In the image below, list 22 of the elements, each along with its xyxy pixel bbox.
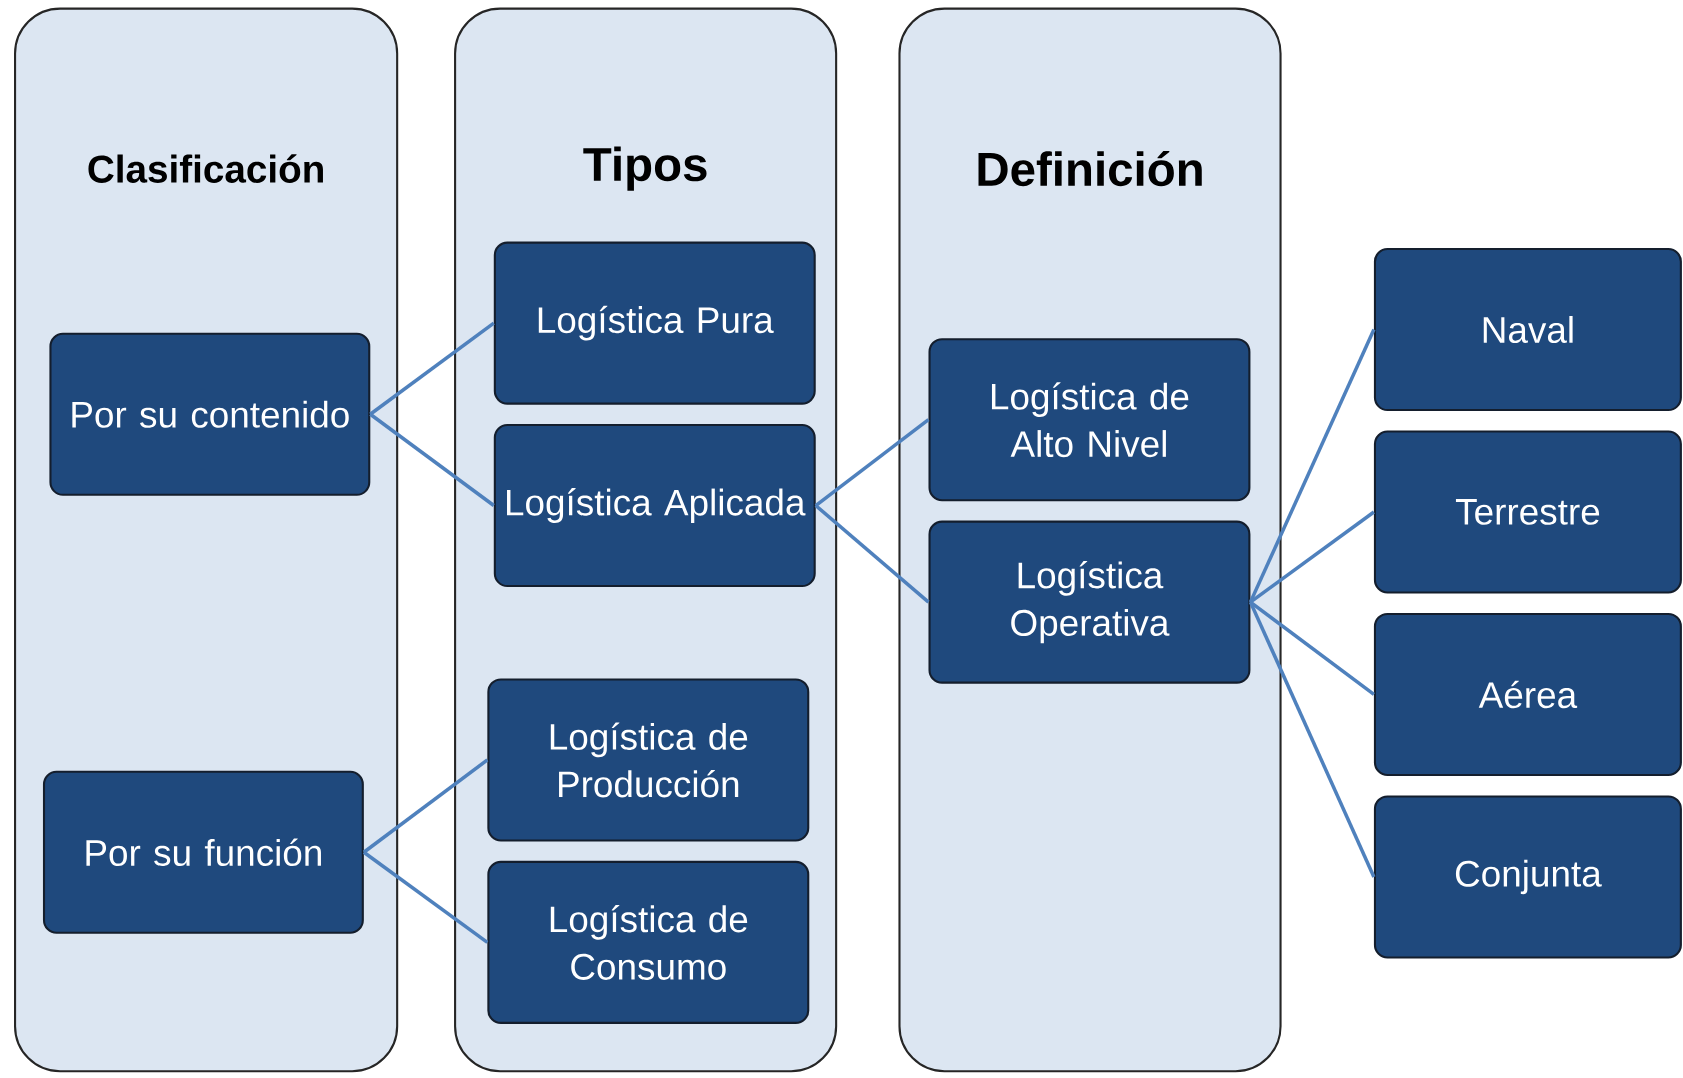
- process-box: Conjunta: [1373, 795, 1682, 959]
- process-box: Logística Operativa: [928, 520, 1251, 684]
- process-box: Por su función: [42, 770, 364, 934]
- process-box: Aérea: [1373, 613, 1682, 777]
- connector-line: [1249, 510, 1375, 604]
- process-box: Logística de Producción: [487, 678, 810, 842]
- process-box: Logística de Alto Nivel: [928, 338, 1251, 502]
- process-box: Terrestre: [1373, 430, 1682, 594]
- process-box: Por su contenido: [49, 332, 371, 496]
- connector-line: [1248, 329, 1376, 604]
- process-box: Logística Pura: [493, 241, 816, 405]
- connector-line: [369, 321, 495, 416]
- connector-line: [369, 413, 495, 508]
- process-box: Logística Aplicada: [493, 424, 816, 588]
- connector-line: [1248, 601, 1376, 878]
- connector-line: [814, 418, 930, 508]
- connector-line: [362, 851, 489, 944]
- connector-line: [362, 758, 489, 854]
- process-box: Logística de Consumo: [487, 861, 810, 1025]
- process-box: Naval: [1373, 248, 1682, 412]
- connector-line: [814, 504, 930, 604]
- connector-line: [1249, 600, 1375, 696]
